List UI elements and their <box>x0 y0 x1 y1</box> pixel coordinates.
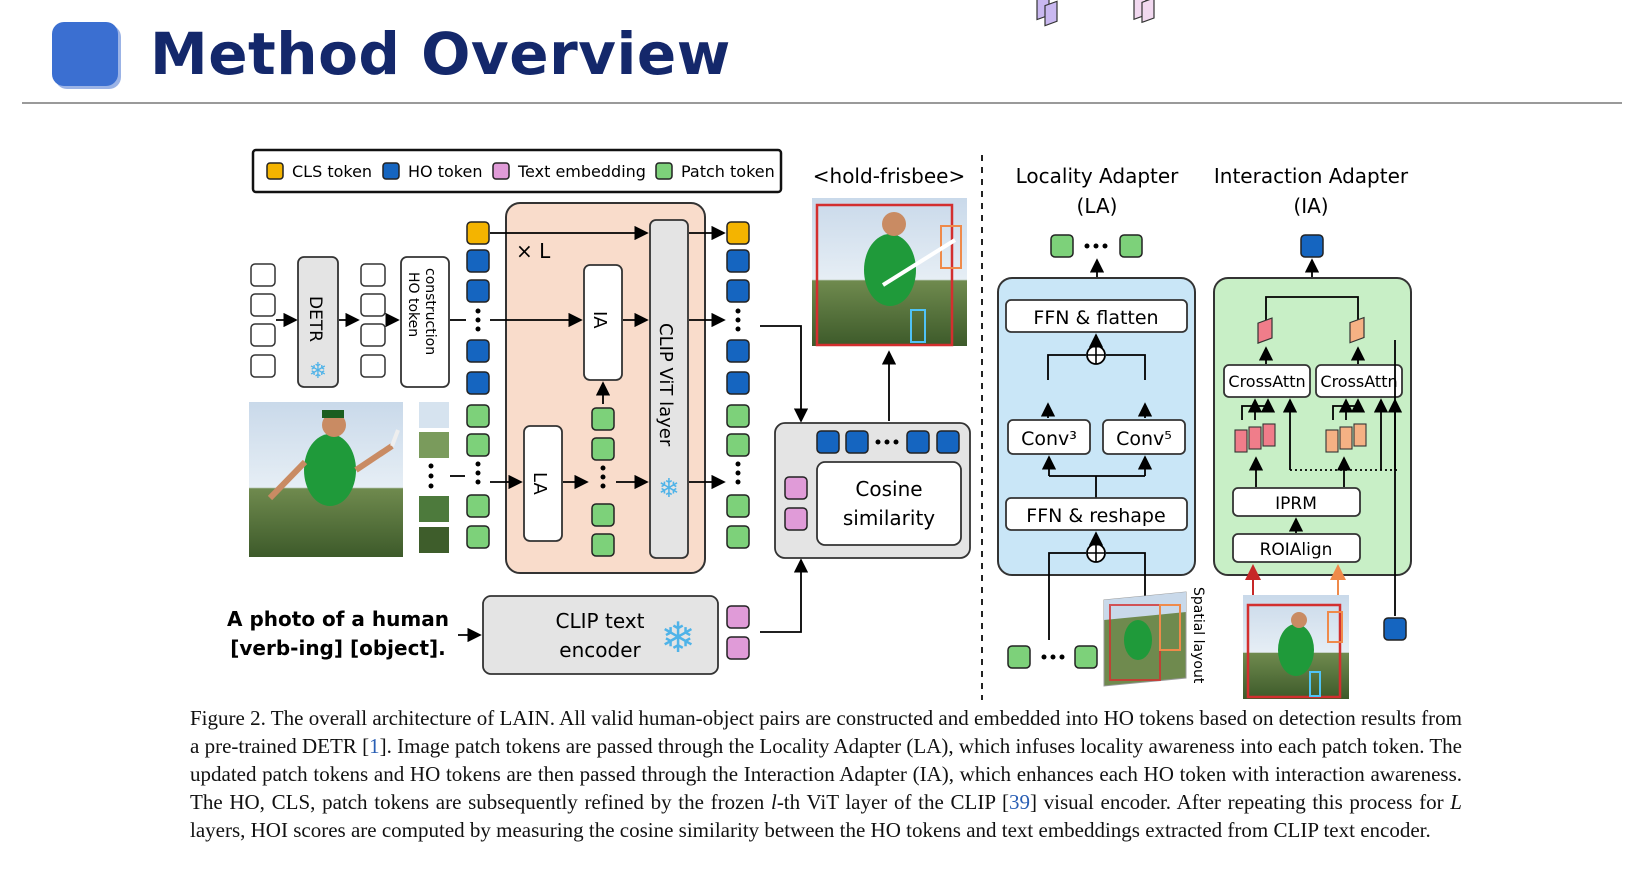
cosine-text-token <box>784 476 808 500</box>
citation-link[interactable]: 39 <box>1008 790 1030 814</box>
legend-ho-label: HO token <box>408 162 482 181</box>
detr-block <box>297 256 339 388</box>
la-output-tokens <box>591 407 615 557</box>
ia-output-token <box>1300 234 1324 258</box>
ia-feature-orange <box>1349 316 1365 344</box>
cosine-ho-tokens <box>816 430 960 454</box>
la-output-token <box>1050 234 1074 258</box>
page-title: Method Overview <box>150 20 731 88</box>
crossattn-label-1: CrossAttn <box>1228 372 1305 391</box>
caption-text: ]. Image patch tokens are passed through… <box>190 734 1462 814</box>
clip-vit-label: CLIP ViT layer <box>655 323 676 447</box>
conv5-block <box>1102 419 1186 455</box>
conv3-label: Conv³ <box>1021 428 1077 450</box>
caption-text: layers, HOI scores are computed by measu… <box>190 818 1431 842</box>
output-token-column <box>726 221 750 549</box>
output-photo <box>812 198 967 347</box>
ia-label: IA <box>589 311 610 329</box>
input-token-column <box>466 221 490 549</box>
architecture-diagram: CLS token HO token Text embedding Patch … <box>227 0 1412 700</box>
crossattn-block-1 <box>1223 364 1311 398</box>
input-photo <box>249 402 403 557</box>
ia-input-ho-token <box>1383 617 1407 641</box>
snowflake-icon: ❄ <box>309 359 327 384</box>
citation-link[interactable]: 1 <box>369 734 380 758</box>
legend-cls-label: CLS token <box>292 162 372 181</box>
conv5-label: Conv⁵ <box>1116 428 1172 450</box>
ia-red-features <box>1234 423 1276 453</box>
caption-text: Figure 2. The overall architecture of LA… <box>190 706 1462 758</box>
conv-feature-purple <box>1036 0 1058 27</box>
detr-label: DETR <box>305 296 325 342</box>
ia-feature-red <box>1257 317 1273 344</box>
ho-construction-block <box>400 256 450 388</box>
iprm-block <box>1232 487 1361 517</box>
ho-construction-label-line1: HO token <box>405 272 421 337</box>
output-label: <hold-frisbee> <box>813 164 965 188</box>
legend: CLS token HO token Text embedding Patch … <box>251 148 783 194</box>
conv-feature-pink <box>1133 0 1155 24</box>
snowflake-icon: ❄ <box>658 474 680 504</box>
caption-italic: L <box>1450 790 1462 814</box>
legend-ho-swatch <box>382 162 400 180</box>
crossattn-label-2: CrossAttn <box>1320 372 1397 391</box>
la-input-tokens <box>1007 645 1098 669</box>
ia-input-photo <box>1243 595 1349 699</box>
caption-text: -th ViT layer of the CLIP [ <box>776 790 1009 814</box>
text-embedding-token <box>726 636 750 660</box>
caption-italic: l <box>770 790 777 814</box>
spatial-layout-image <box>1103 591 1187 687</box>
cosine-label-line1: Cosine <box>855 477 922 501</box>
ia-orange-features <box>1325 423 1367 453</box>
spatial-layout-label: Spatial layout <box>1190 587 1206 684</box>
snowflake-icon: ❄ <box>660 613 695 662</box>
iprm-label: IPRM <box>1275 494 1317 514</box>
legend-text-label: Text embedding <box>517 162 646 181</box>
ffn-flatten-block <box>1005 299 1188 333</box>
clip-vit-block <box>649 219 689 559</box>
ia-title-line2: (IA) <box>1293 194 1328 218</box>
la-title-line2: (LA) <box>1077 194 1118 218</box>
text-prompt-line1: A photo of a human <box>227 607 449 631</box>
conv3-block <box>1007 419 1091 455</box>
ffn-reshape-block <box>1005 497 1188 531</box>
ia-block <box>583 264 623 381</box>
patch-thumbnails <box>419 402 449 553</box>
la-title-line1: Locality Adapter <box>1016 164 1180 188</box>
detr-output-boxes <box>360 263 386 378</box>
cosine-text-token <box>784 507 808 531</box>
title-divider <box>22 102 1622 104</box>
crossattn-block-2 <box>1315 364 1403 398</box>
legend-patch-swatch <box>655 162 673 180</box>
title-square-icon <box>52 22 118 86</box>
clip-text-encoder-line1: CLIP text <box>556 609 645 633</box>
ho-construction-label-line2: construction <box>422 268 438 355</box>
clip-text-encoder-block <box>482 595 719 675</box>
cosine-label-line2: similarity <box>843 506 935 530</box>
la-output-token <box>1119 234 1143 258</box>
clip-text-encoder-line2: encoder <box>559 638 641 662</box>
text-embedding-token <box>726 605 750 629</box>
detr-input-boxes <box>250 263 276 378</box>
roialign-block <box>1232 533 1361 563</box>
figure-caption: Figure 2. The overall architecture of LA… <box>190 704 1462 844</box>
legend-patch-label: Patch token <box>681 162 775 181</box>
legend-cls-swatch <box>266 162 284 180</box>
roialign-label: ROIAlign <box>1260 540 1333 560</box>
la-label: LA <box>529 472 550 495</box>
legend-text-swatch <box>492 162 510 180</box>
ffn-flatten-label: FFN & flatten <box>1033 307 1158 329</box>
la-block <box>523 425 563 542</box>
caption-text: ] visual encoder. After repeating this p… <box>1029 790 1451 814</box>
times-l-label: × L <box>516 239 551 263</box>
ia-title-line1: Interaction Adapter <box>1214 164 1409 188</box>
ffn-reshape-label: FFN & reshape <box>1026 505 1165 527</box>
text-prompt-line2: [verb-ing] [object]. <box>230 636 446 660</box>
